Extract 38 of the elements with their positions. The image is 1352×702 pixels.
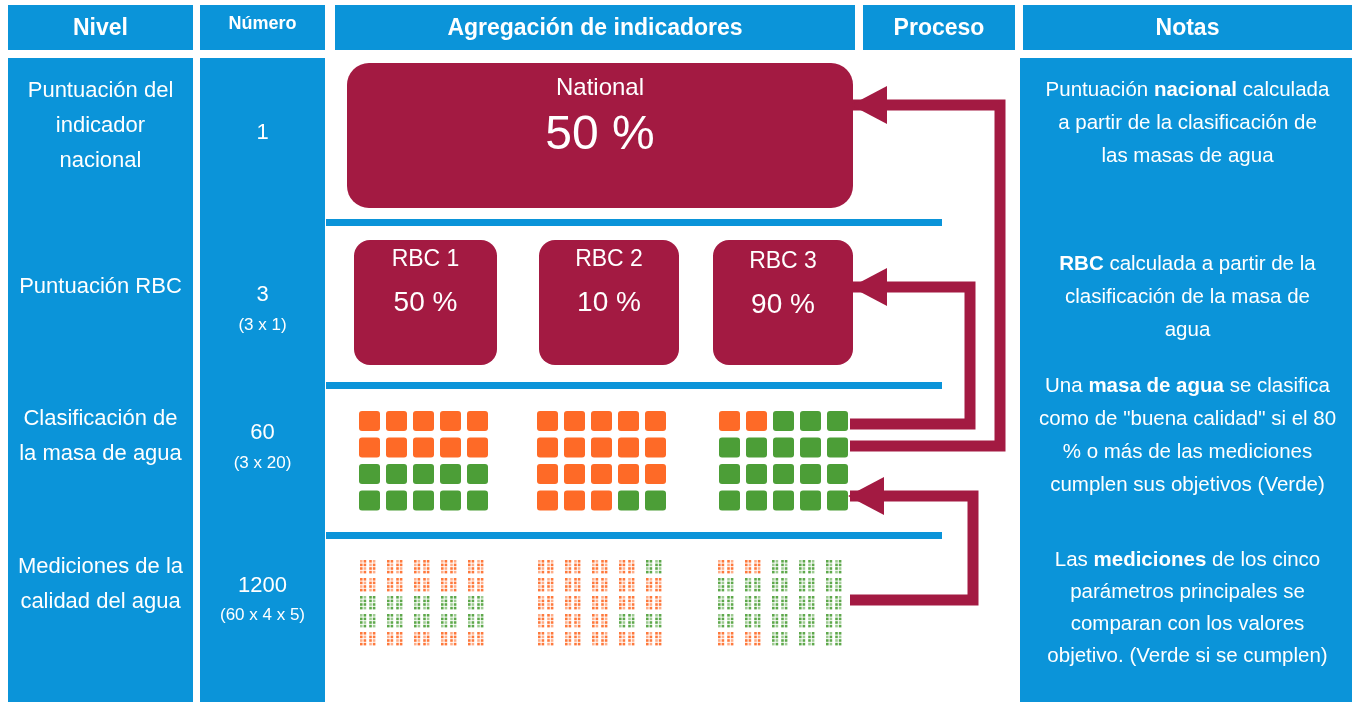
- arrow: [848, 477, 979, 606]
- card-title: RBC 2: [575, 244, 643, 273]
- card-title: National: [555, 72, 645, 102]
- column-header: Nivel: [8, 5, 193, 50]
- count-label: 60: [249, 418, 276, 446]
- column-header: Notas: [1023, 5, 1352, 50]
- arrow: [850, 268, 976, 430]
- count-label: 1: [255, 118, 270, 146]
- column-header: Agregación de indicadores: [335, 5, 855, 50]
- score-card: [347, 63, 853, 208]
- tile-grid-drawing: [537, 411, 667, 511]
- score-value: 50 %: [545, 105, 655, 162]
- level-label: Puntuación del indicador nacional: [26, 76, 175, 174]
- score-value: 10 %: [577, 284, 641, 319]
- score-card: [354, 240, 497, 365]
- count-detail: (3 x 1): [237, 314, 288, 336]
- count-label: 1200: [237, 571, 288, 599]
- note-text: Una masa de agua se clasifica como de "buena calidad" si el 80 % o más de las mediciones cumplen sus objetivos (Verde): [1037, 372, 1338, 497]
- level-label: Mediciones de la calidad del agua: [16, 552, 185, 615]
- count-label: 3: [255, 280, 270, 308]
- score-card: [539, 240, 679, 365]
- note-text: Puntuación nacional calculada a partir de la clasificación de las masas de agua: [1044, 76, 1331, 168]
- level-label: Puntuación RBC: [18, 272, 183, 300]
- score-value: 90 %: [751, 286, 815, 321]
- note-text: RBC calculada a partir de la clasificación de la masa de agua: [1058, 250, 1317, 342]
- tile-grid-drawing: [719, 411, 850, 511]
- card-title: RBC 3: [749, 246, 817, 275]
- arrow: [850, 86, 1006, 452]
- score-card: [713, 240, 853, 365]
- tile-grid-drawing: [359, 411, 489, 511]
- column-header: Proceso: [863, 5, 1015, 50]
- card-title: RBC 1: [391, 244, 460, 273]
- count-detail: (3 x 20): [232, 452, 293, 474]
- column-header: Número: [200, 5, 325, 50]
- score-value: 50 %: [393, 284, 458, 319]
- count-detail: (60 x 4 x 5): [218, 604, 306, 626]
- note-text: Las mediciones de los cinco parámetros principales se comparan con los valores objetivo. (Verde si se cumplen): [1046, 546, 1329, 668]
- level-label: Clasificación de la masa de agua: [18, 404, 183, 467]
